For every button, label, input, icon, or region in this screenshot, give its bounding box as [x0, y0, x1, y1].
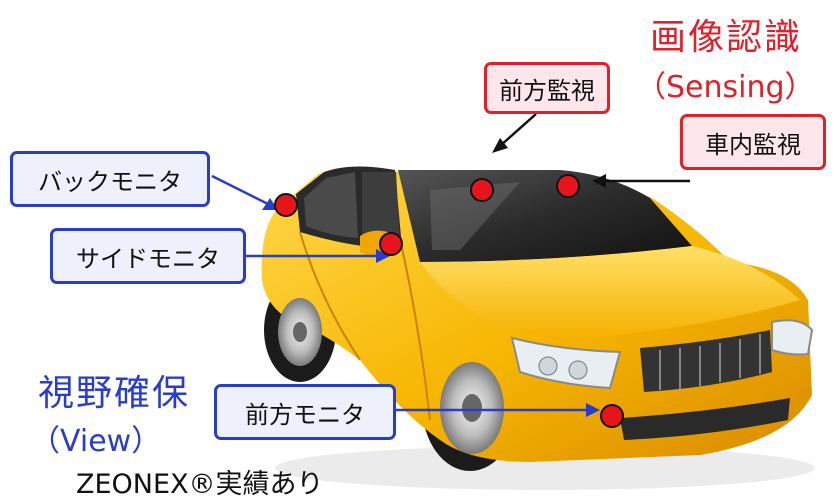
front-monitor-box: 前方モニタ: [214, 384, 396, 440]
interior-monitoring-box: 車内監視: [680, 114, 826, 170]
dot-front-monitoring: [470, 178, 494, 202]
dot-front-monitor: [600, 404, 624, 428]
view-title: 視野確保: [38, 373, 191, 414]
zeonex-note: ZEONEX®実績あり: [76, 469, 324, 498]
dot-interior-monitoring: [556, 174, 580, 198]
view-subtitle: （View）: [30, 424, 162, 459]
front-monitoring-box: 前方監視: [484, 62, 610, 114]
dot-side-monitor: [379, 232, 403, 256]
dot-back-monitor: [274, 193, 298, 217]
sensing-title: 画像認識: [650, 17, 803, 58]
side-monitor-box: サイドモニタ: [50, 228, 246, 284]
back-monitor-box: バックモニタ: [10, 151, 210, 207]
sensing-subtitle: （Sensing）: [636, 70, 815, 105]
